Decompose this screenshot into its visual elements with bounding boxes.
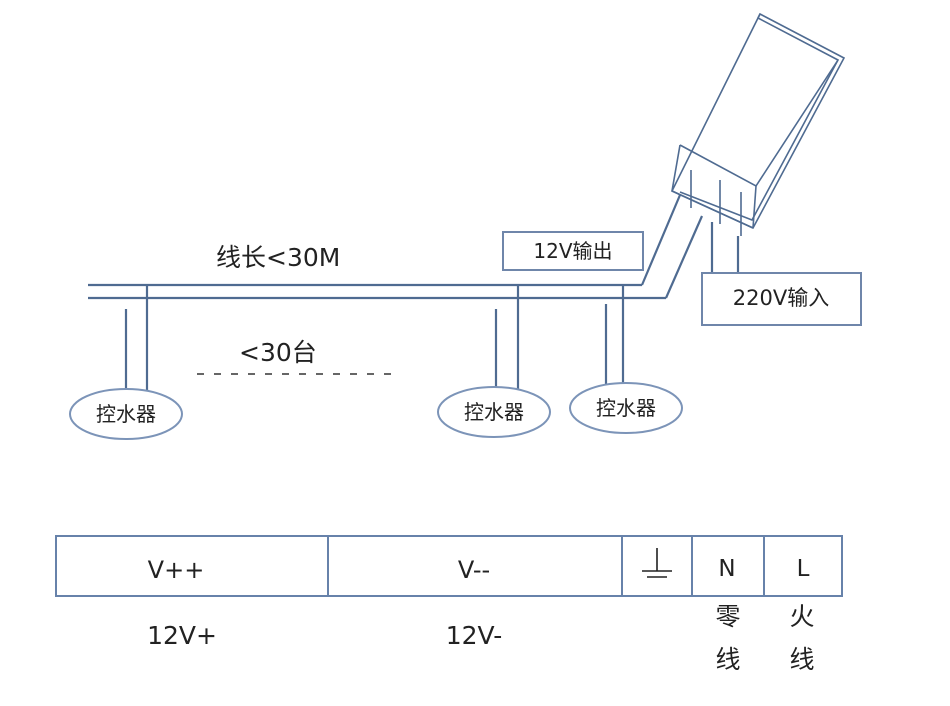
input-label: 220V输入	[733, 286, 829, 310]
controller-2-label: 控水器	[464, 400, 524, 424]
output-box	[502, 231, 644, 271]
wiring-lines	[88, 194, 740, 400]
terminal-vplus: V++	[148, 556, 205, 584]
caption-live-bottom: 线	[789, 645, 814, 674]
terminal-vminus: V--	[458, 556, 490, 584]
controller-1: 控水器	[69, 388, 183, 440]
controller-1-label: 控水器	[96, 402, 156, 426]
upper-supply-wire	[640, 194, 682, 286]
line-length-label: 线长<30M	[216, 243, 340, 272]
caption-neutral-top: 零	[715, 602, 740, 631]
output-label: 12V输出	[533, 239, 612, 263]
caption-vminus: 12V-	[446, 621, 502, 650]
caption-live-top: 火	[789, 602, 814, 631]
controller-2: 控水器	[437, 386, 551, 438]
lower-supply-wire	[664, 215, 704, 299]
input-box	[701, 272, 862, 326]
count-limit-label: <30台	[239, 338, 317, 367]
terminal-neutral: N	[718, 556, 735, 582]
power-supply-box	[670, 12, 846, 236]
ground-icon	[642, 548, 672, 578]
terminal-table: V++ V-- N L	[55, 535, 843, 597]
terminal-live: L	[797, 556, 810, 582]
caption-neutral-bottom: 线	[715, 645, 740, 674]
controller-3: 控水器	[569, 382, 683, 434]
controller-3-label: 控水器	[596, 396, 656, 420]
caption-vplus: 12V+	[147, 621, 217, 650]
